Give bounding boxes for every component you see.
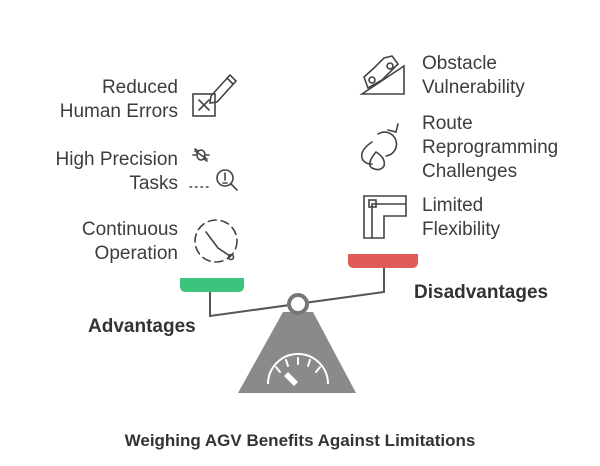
disadvantage-label-route-reprogramming: Route Reprogramming Challenges [422,113,559,182]
car-on-slope-icon [359,55,405,95]
diagram-title: Weighing AGV Benefits Against Limitation… [124,431,476,450]
pencil-checkbox-icon [192,73,238,117]
advantage-label-high-precision-tasks: High Precision Tasks [55,149,179,194]
advantage-label-continuous-operation: Continuous Operation [81,219,178,264]
magnifier-bug-icon [189,148,238,191]
scale-pivot [287,293,309,315]
disadvantages-heading: Disadvantages [414,282,549,303]
corner-pipe-icon [363,195,407,239]
disadvantage-label-limited-flexibility: Limited Flexibility [422,195,501,240]
advantages-pan [180,278,244,292]
route-cycle-icon [360,123,399,171]
disadvantage-label-obstacle-vulnerability: Obstacle Vulnerability [422,53,525,98]
advantage-label-reduced-human-errors: Reduced Human Errors [59,77,178,122]
advantages-heading: Advantages [88,316,196,337]
scale-base [238,312,356,393]
disadvantages-pan [348,254,418,268]
dashed-clock-icon [194,219,238,263]
